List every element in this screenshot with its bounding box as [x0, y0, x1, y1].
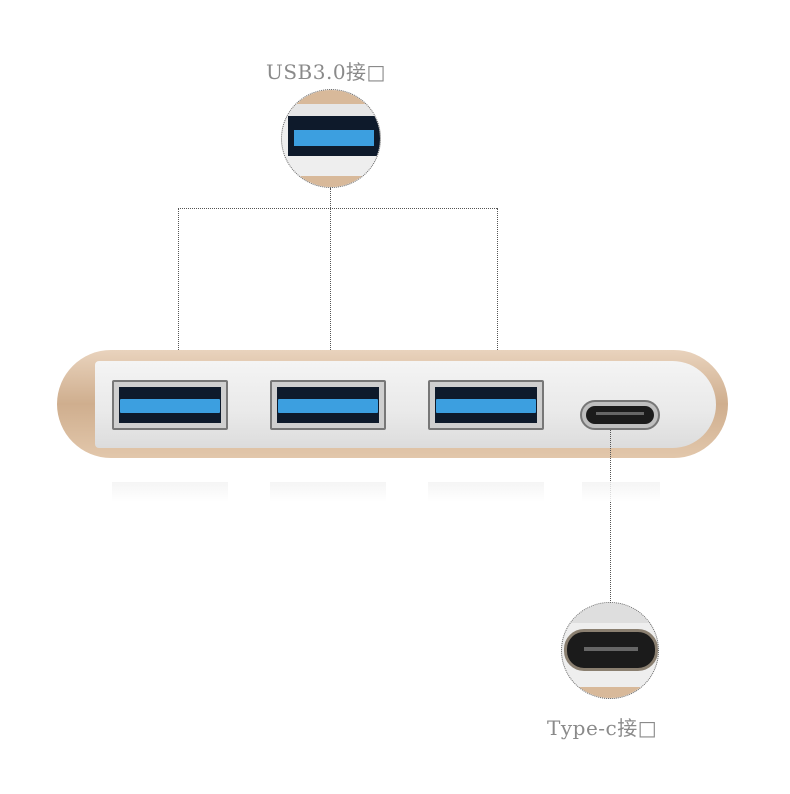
leader-line	[497, 208, 498, 386]
type-c-zoom-callout	[561, 602, 659, 699]
reflection	[270, 482, 386, 502]
usb-port-zoom-callout	[281, 89, 381, 188]
leader-line	[330, 188, 331, 208]
leader-line	[178, 208, 497, 209]
type-c-port	[580, 400, 660, 430]
usb-port-1	[112, 380, 228, 430]
reflection	[582, 482, 660, 502]
usb-port-2	[270, 380, 386, 430]
leader-line	[610, 430, 611, 603]
leader-line	[178, 208, 179, 386]
type-c-port-label: Type-c接□	[547, 716, 658, 740]
usb-port-3	[428, 380, 544, 430]
usb3-port-label: USB3.0接□	[266, 60, 386, 84]
leader-line	[330, 208, 331, 386]
reflection	[428, 482, 544, 502]
reflection	[112, 482, 228, 502]
